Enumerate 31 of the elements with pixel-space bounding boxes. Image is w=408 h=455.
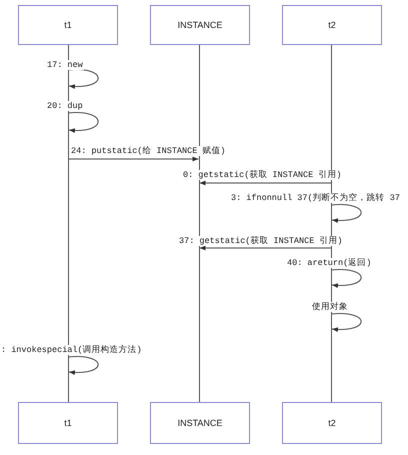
participant-name: INSTANCE: [178, 418, 222, 428]
message-arrow: [199, 180, 332, 186]
message-label: 使用对象: [311, 302, 349, 312]
message-label: 37: getstatic(获取 INSTANCE 引用): [178, 236, 344, 246]
lifeline: [330, 45, 332, 402]
lifeline: [198, 45, 200, 402]
message-arrow: [68, 156, 199, 162]
participant-box: [150, 5, 250, 45]
participant-box: [18, 402, 118, 444]
participant-box: [18, 5, 118, 45]
self-message-arrow: [68, 356, 99, 375]
self-message-arrow: [330, 313, 362, 332]
participant-box: [282, 402, 382, 444]
self-message-arrow: [68, 112, 99, 133]
message-label: 20: dup: [46, 101, 84, 111]
participant-name: INSTANCE: [178, 20, 222, 30]
participant-name: t1: [64, 418, 72, 428]
participant-name: t1: [64, 20, 72, 30]
message-label: 17: new: [46, 60, 84, 70]
message-label: 40: areturn(返回): [286, 258, 372, 268]
message-label: 3: ifnonnull 37(判断不为空，跳转 37: [230, 193, 401, 203]
message-arrow: [199, 246, 332, 250]
participant-name: t2: [328, 20, 336, 30]
message-label: 0: getstatic(获取 INSTANCE 引用): [182, 170, 342, 180]
participant-box: [150, 402, 250, 444]
participant-name: t2: [328, 418, 336, 428]
self-message-arrow: [330, 269, 362, 288]
message-label: 24: putstatic(给 INSTANCE 赋值): [70, 146, 227, 156]
message-label: : invokespecial(调用构造方法): [0, 345, 143, 355]
self-message-arrow: [330, 204, 362, 223]
participant-box: [282, 5, 382, 45]
